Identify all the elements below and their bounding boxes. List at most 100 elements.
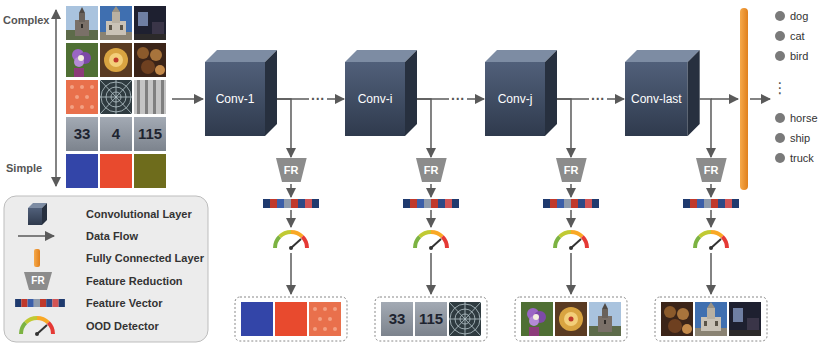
- image-tile: [66, 154, 98, 188]
- continuation-dots: ···: [589, 92, 607, 106]
- image-tile: [555, 302, 587, 336]
- node-text-group: FR: [696, 158, 727, 182]
- image-tile: [695, 302, 727, 336]
- node-text-group: FR: [416, 158, 447, 182]
- data-flow-arrow: [711, 98, 738, 100]
- feature-reduction-box: FR: [556, 158, 587, 182]
- class-name: ship: [790, 131, 810, 145]
- feature-reduction-box: FR: [416, 158, 447, 182]
- conv-layer-box: Conv-1: [205, 50, 277, 136]
- image-tile: [134, 80, 166, 114]
- conv-layer-box: Conv-i: [345, 50, 417, 136]
- branch-column: [235, 184, 347, 341]
- image-tile: [100, 117, 132, 151]
- legend-text: Feature Reduction: [86, 274, 183, 288]
- ood-detector-gauge: [695, 232, 727, 250]
- class-name: dog: [790, 9, 808, 23]
- digit-text: 33: [381, 302, 413, 336]
- legend-text: Feature Vector: [86, 296, 162, 310]
- node-text-group: FR: [556, 158, 587, 182]
- feature-reduction-box: FR: [276, 158, 307, 182]
- image-tile: [100, 154, 132, 188]
- fully-connected-layer: [740, 8, 748, 190]
- legend-text: Convolutional Layer: [86, 207, 192, 221]
- image-tile: [381, 302, 413, 336]
- class-name: horse: [790, 111, 818, 125]
- class-name: truck: [790, 151, 814, 165]
- image-tile: [100, 80, 132, 114]
- input-image-grid: [66, 6, 166, 188]
- image-tile: [241, 302, 273, 336]
- legend-text: OOD Detector: [86, 319, 159, 333]
- fr-label: FR: [284, 164, 299, 176]
- feature-vector: [543, 199, 599, 208]
- image-tile: [275, 302, 307, 336]
- legend-vector-icon: [15, 299, 65, 307]
- image-tile: [589, 302, 621, 336]
- data-flow-connector: [277, 99, 291, 157]
- legend-gauge-icon: [21, 318, 53, 336]
- node-text-group: Conv-i: [345, 62, 405, 136]
- ood-detector-gauge: [275, 232, 307, 250]
- data-flow-connector: [557, 99, 571, 157]
- complexity-axis: [55, 10, 57, 186]
- node-text-group: Conv-1: [205, 62, 265, 136]
- conv-layer-box: Conv-last: [625, 50, 700, 136]
- fr-label: FR: [424, 164, 439, 176]
- continuation-dots: ···: [309, 92, 327, 106]
- legend-flow-icon: [18, 235, 54, 237]
- axis-label: Complex: [3, 14, 49, 26]
- branch-column: [375, 184, 487, 341]
- continuation-dots: ···: [449, 92, 467, 106]
- data-flow-arrow: [750, 98, 770, 100]
- layer-name: Conv-i: [358, 92, 393, 106]
- image-tile: [100, 43, 132, 77]
- image-tile: [66, 43, 98, 77]
- data-flow-connector: [700, 99, 711, 157]
- image-tile: [100, 6, 132, 40]
- ood-detector-gauge: [415, 232, 447, 250]
- ellipsis: ⋮: [772, 76, 788, 100]
- image-tile: [66, 6, 98, 40]
- node-text-group: FR: [276, 158, 307, 182]
- image-tile: [661, 302, 693, 336]
- feature-vector: [403, 199, 459, 208]
- image-tile: [134, 43, 166, 77]
- fr-label: FR: [564, 164, 579, 176]
- image-tile: [134, 117, 166, 151]
- image-tile: [729, 302, 761, 336]
- branch-column: [515, 184, 627, 341]
- data-flow-arrow: [172, 98, 203, 100]
- legend-panel: [4, 196, 208, 342]
- legend-fr-text: FR: [24, 272, 52, 290]
- image-tile: [134, 6, 166, 40]
- node-text-group: Conv-last: [625, 62, 688, 136]
- digit-text: 115: [415, 302, 447, 336]
- feature-reduction-box: FR: [696, 158, 727, 182]
- node-text-group: Conv-j: [485, 62, 545, 136]
- image-tile: [66, 80, 98, 114]
- layer-name: Conv-j: [498, 92, 533, 106]
- conv-layer-box: Conv-j: [485, 50, 557, 136]
- image-tile: [449, 302, 481, 336]
- data-flow-connector: [417, 99, 431, 157]
- legend-text: Fully Connected Layer: [86, 251, 204, 265]
- legend-fr-icon: [24, 272, 52, 290]
- class-name: cat: [790, 29, 805, 43]
- axis-label: Simple: [6, 162, 42, 174]
- ood-detector-gauge: [555, 232, 587, 250]
- image-tile: [521, 302, 553, 336]
- image-tile: [134, 154, 166, 188]
- legend-conv-icon: [28, 203, 47, 225]
- feature-vector: [263, 199, 319, 208]
- image-tile: [309, 302, 341, 336]
- class-name: bird: [790, 49, 808, 63]
- image-tile: [66, 117, 98, 151]
- legend-text: Data Flow: [86, 229, 138, 243]
- digit-text: 33: [66, 117, 98, 151]
- image-tile: [415, 302, 447, 336]
- legend-fc-icon: [34, 249, 40, 267]
- digit-text: 4: [100, 117, 132, 151]
- feature-vector: [683, 199, 739, 208]
